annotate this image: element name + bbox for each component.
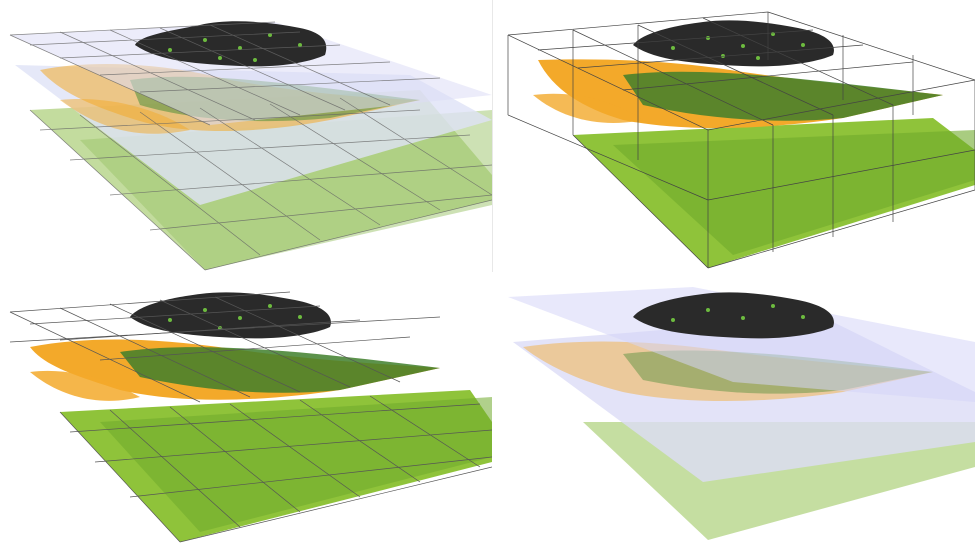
grid-lines <box>9 291 492 543</box>
orange-region-lower <box>60 99 190 134</box>
green-region <box>120 347 440 393</box>
panel-translucent-grid <box>0 0 492 272</box>
layers-visualization <box>9 291 492 543</box>
top-plane <box>508 287 975 402</box>
panel-wire-grid <box>0 272 492 544</box>
orange-region-lower <box>30 370 140 401</box>
green-region <box>623 71 943 121</box>
grid-lines <box>507 11 975 269</box>
bottom-plane-shade <box>100 397 492 532</box>
panel-wireframe-boxes <box>493 0 975 272</box>
speckle-green <box>671 304 805 322</box>
layers-visualization <box>508 287 975 540</box>
panel-translucent-no-grid <box>493 272 975 544</box>
bottom-plane-shade <box>613 130 975 255</box>
panel-separator <box>492 0 493 272</box>
layers-visualization <box>9 21 492 271</box>
top-plane <box>10 22 492 125</box>
grid-lines <box>9 21 492 271</box>
layers-visualization <box>507 11 975 269</box>
speckle-green <box>168 33 302 62</box>
orange-region-lower <box>533 93 643 123</box>
dark-region <box>633 292 834 339</box>
